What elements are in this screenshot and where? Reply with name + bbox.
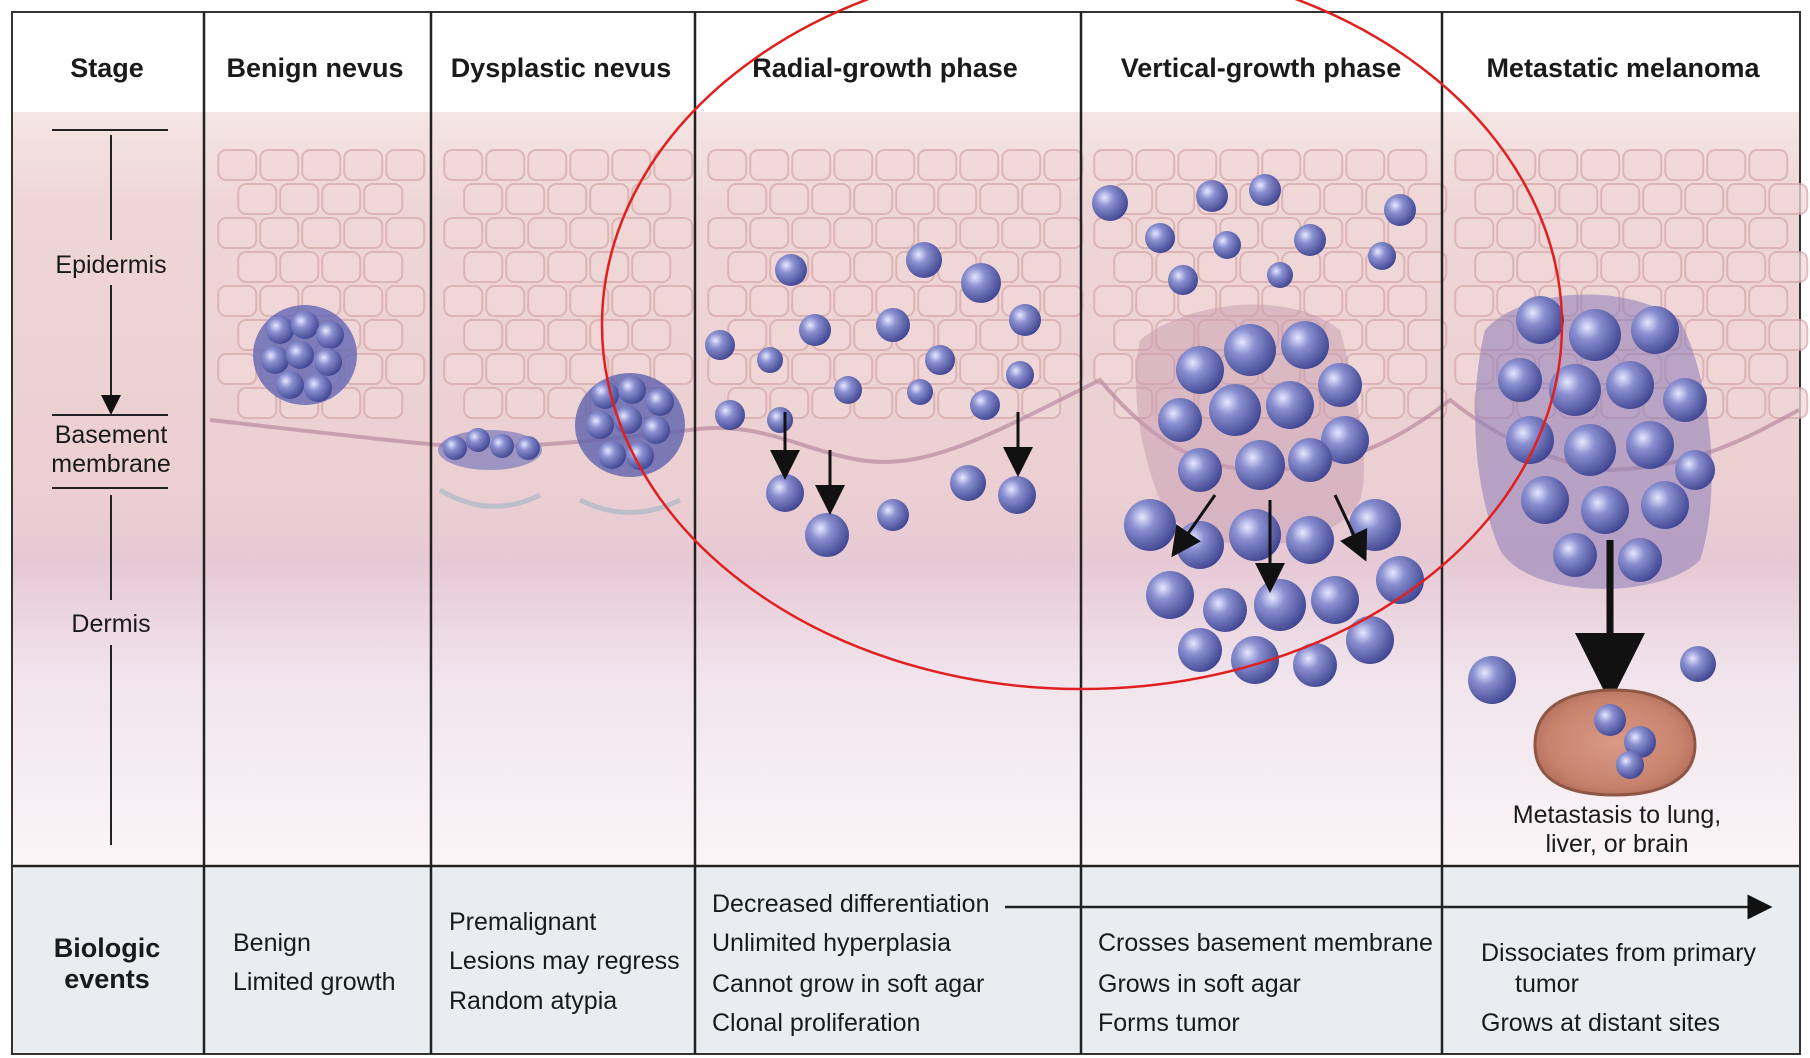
header-radial-growth: Radial-growth phase	[752, 53, 1018, 83]
benign-nevus-cluster	[253, 305, 357, 405]
metastasis-organ	[1535, 690, 1695, 795]
event-metastatic-2: tumor	[1515, 970, 1579, 998]
header-stage: Stage	[70, 53, 144, 83]
event-radial-4: Clonal proliferation	[712, 1009, 920, 1037]
event-benign-1: Benign	[233, 929, 311, 957]
metastasis-note-line2: liver, or brain	[1545, 830, 1688, 858]
header-vertical-growth: Vertical-growth phase	[1121, 53, 1402, 83]
event-radial-1: Decreased differentiation	[712, 890, 990, 918]
header-benign-nevus: Benign nevus	[226, 53, 403, 83]
label-epidermis: Epidermis	[55, 251, 166, 279]
event-radial-2: Unlimited hyperplasia	[712, 929, 951, 957]
header-dysplastic-nevus: Dysplastic nevus	[451, 53, 672, 83]
label-dermis: Dermis	[71, 610, 150, 638]
event-benign-2: Limited growth	[233, 968, 396, 996]
event-vertical-3: Forms tumor	[1098, 1009, 1240, 1037]
event-vertical-1: Crosses basement membrane	[1098, 929, 1433, 957]
biologic-label-line1: Biologic	[54, 933, 161, 963]
event-vertical-2: Grows in soft agar	[1098, 970, 1301, 998]
label-basement-line1: Basement	[55, 421, 168, 449]
event-metastatic-1: Dissociates from primary	[1481, 939, 1757, 967]
event-radial-3: Cannot grow in soft agar	[712, 970, 984, 998]
metastasis-note-line1: Metastasis to lung,	[1513, 801, 1721, 829]
biologic-label-line2: events	[64, 964, 150, 994]
label-basement-line2: membrane	[51, 450, 171, 478]
event-dysplastic-1: Premalignant	[449, 908, 596, 936]
event-dysplastic-3: Random atypia	[449, 987, 617, 1015]
header-metastatic-melanoma: Metastatic melanoma	[1486, 53, 1760, 83]
event-dysplastic-2: Lesions may regress	[449, 947, 680, 975]
event-metastatic-3: Grows at distant sites	[1481, 1009, 1720, 1037]
